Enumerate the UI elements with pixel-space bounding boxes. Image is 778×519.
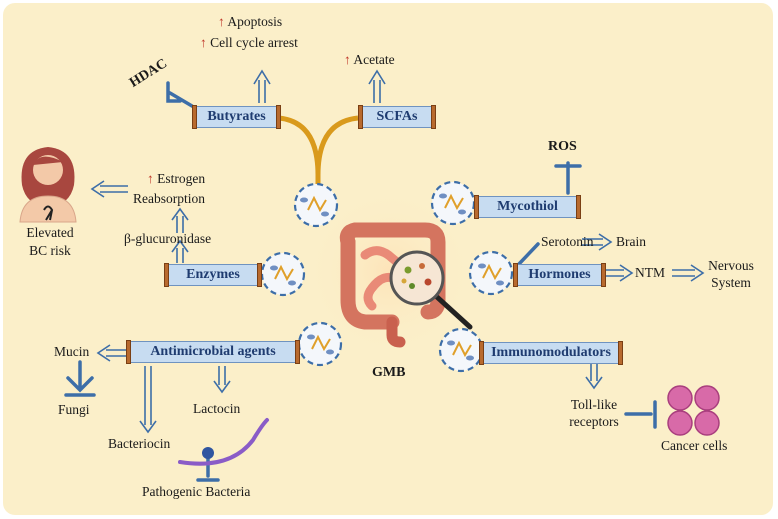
bc-risk-label: BC risk (29, 243, 71, 258)
scfas-box: SCFAs (358, 105, 436, 129)
bacteriocin-node (202, 447, 214, 459)
reabsorption-label: Reabsorption (133, 191, 205, 206)
brain-label: Brain (616, 234, 646, 249)
apoptosis-label: ↑ Apoptosis (218, 14, 282, 30)
increase-marker: ↑ (147, 171, 154, 186)
acetate-label: ↑ Acetate (344, 52, 395, 68)
receptors-label: receptors (569, 414, 619, 429)
beta-glucuronidase-label: β-glucuronidase (124, 231, 212, 246)
lactocin-label: Lactocin (193, 401, 241, 416)
cell-cycle-text: Cell cycle arrest (210, 35, 298, 50)
mycothiol-box: Mycothiol (474, 195, 581, 219)
acetate-text: Acetate (353, 52, 395, 67)
ros-label: ROS (548, 139, 577, 154)
nervous-label: Nervous (708, 258, 754, 273)
increase-marker: ↑ (200, 35, 207, 50)
apoptosis-text: Apoptosis (227, 14, 283, 29)
serotonin-label: Serotonin (541, 234, 594, 249)
estrogen-label: ↑ Estrogen (147, 171, 205, 187)
branch-connector (278, 115, 359, 176)
hormones-box: Hormones (513, 263, 606, 287)
magnifier-icon (389, 250, 473, 330)
increase-marker: ↑ (218, 14, 225, 29)
gmb-label: GMB (372, 365, 406, 380)
thick-arrows (64, 81, 657, 482)
immunomodulators-box: Immunomodulators (479, 341, 623, 365)
cancer-cells-icon (667, 385, 720, 436)
elevated-label: Elevated (26, 225, 74, 240)
antimicrobial-agents-box: Antimicrobial agents (126, 340, 300, 364)
enzymes-box: Enzymes (164, 263, 262, 287)
bacteriocin-curve (178, 418, 269, 466)
woman-icon (19, 147, 77, 223)
fungi-label: Fungi (58, 402, 90, 417)
pathogenic-bacteria-label: Pathogenic Bacteria (142, 484, 251, 499)
cell-cycle-label: ↑ Cell cycle arrest (200, 35, 298, 51)
mucin-label: Mucin (54, 344, 90, 359)
bacteria-dots (270, 193, 504, 361)
butyrates-box: Butyrates (192, 105, 281, 129)
cancer-cells-label: Cancer cells (661, 438, 728, 453)
toll-like-label: Toll-like (570, 397, 618, 412)
increase-marker: ↑ (344, 52, 351, 67)
system-label: System (711, 275, 751, 290)
bacteria-glyphs (274, 193, 502, 358)
ntm-label: NTM (635, 265, 665, 280)
bacteriocin-label: Bacteriocin (108, 436, 171, 451)
estrogen-text: Estrogen (157, 171, 206, 186)
flow-arrows (90, 69, 705, 434)
